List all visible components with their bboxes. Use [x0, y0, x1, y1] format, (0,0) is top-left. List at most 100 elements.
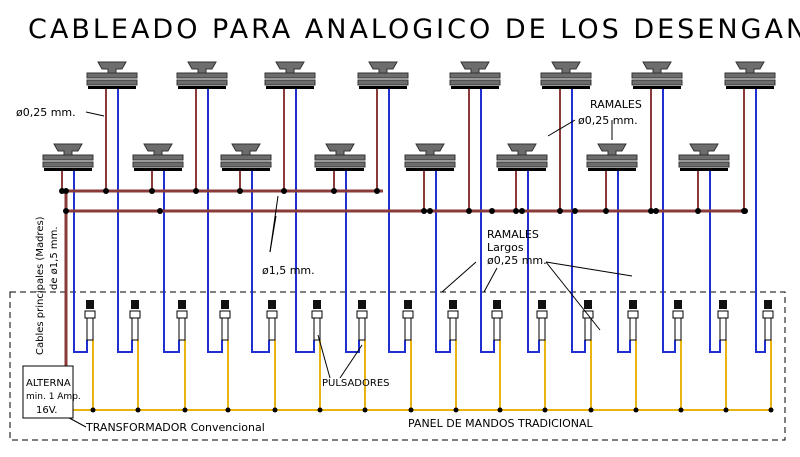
leader-push-1 — [317, 334, 331, 379]
transformer-label-line1: ALTERNA — [26, 378, 71, 389]
wire-junctions — [59, 188, 774, 414]
uncoupler-coil-bottom — [678, 161, 730, 168]
transformer-label-line3: 16V. — [36, 405, 57, 416]
pushbutton-body — [404, 317, 412, 341]
signal-wire-bottom-7 — [617, 171, 631, 353]
uncoupler-top-8 — [724, 61, 776, 89]
signal-wire-top-7 — [662, 89, 676, 353]
uncoupler-base — [498, 168, 546, 171]
junction-main-7 — [653, 208, 659, 214]
signal-wire-top-2 — [207, 89, 223, 353]
uncoupler-bottom-2 — [132, 143, 184, 171]
uncoupler-head — [187, 61, 217, 75]
uncoupler-head — [143, 143, 173, 157]
uncoupler-coil-bottom — [86, 79, 138, 86]
junction-bottom-4 — [331, 188, 337, 194]
blue-signal-wires — [73, 89, 766, 353]
junction-bus-13 — [633, 407, 639, 413]
junction-top-2 — [193, 188, 199, 194]
label-ramales-long: RAMALES — [487, 228, 539, 241]
uncoupler-base — [633, 86, 681, 89]
uncoupler-coil-top — [631, 72, 683, 79]
uncoupler-base — [44, 168, 92, 171]
pushbutton-body — [764, 317, 772, 341]
pushbutton-body — [313, 317, 321, 341]
pushbutton-11 — [536, 300, 548, 341]
junction-top-4 — [374, 188, 380, 194]
uncoupler-top-2 — [176, 61, 228, 89]
uncoupler-base — [316, 168, 364, 171]
junction-main-8 — [742, 208, 748, 214]
junction-bus-4 — [225, 407, 231, 413]
signal-wire-bottom-1 — [73, 171, 88, 353]
uncoupler-head — [325, 143, 355, 157]
junction-top-3 — [281, 188, 287, 194]
uncoupler-coil-bottom — [314, 161, 366, 168]
uncoupler-bottom-5 — [404, 143, 456, 171]
uncoupler-coil-top — [540, 72, 592, 79]
junction-top-6 — [557, 208, 563, 214]
pushbuttons — [84, 300, 774, 341]
label-ramales-top-diam: ø0,25 mm. — [578, 114, 638, 127]
label-main-diam: ø1,5 mm. — [262, 264, 315, 277]
pushbutton-body — [584, 317, 592, 341]
junction-bus-15 — [723, 407, 729, 413]
uncoupler-top-5 — [449, 61, 501, 89]
uncoupler-coil-top — [264, 72, 316, 79]
uncoupler-head — [53, 143, 83, 157]
pushbutton-3 — [176, 300, 188, 341]
uncoupler-head — [551, 61, 581, 75]
pushbutton-collar — [717, 310, 729, 319]
label-ramales-top: RAMALES — [590, 98, 642, 111]
pushbutton-cap — [131, 300, 139, 309]
uncoupler-coil-bottom — [132, 161, 184, 168]
uncoupler-head — [507, 143, 537, 157]
pushbutton-15 — [717, 300, 729, 341]
uncoupler-coil-top — [404, 154, 456, 161]
uncoupler-coil-top — [220, 154, 272, 161]
junction-bus-12 — [588, 407, 594, 413]
pushbutton-8 — [402, 300, 414, 341]
uncoupler-coil-bottom — [496, 161, 548, 168]
pushbutton-cap — [221, 300, 229, 309]
leader-long-4 — [545, 261, 633, 277]
label-ramales-long-sub: Largos — [487, 241, 524, 254]
junction-bus-2 — [135, 407, 141, 413]
label-pulsadores: PULSADORES — [322, 378, 389, 389]
uncoupler-base — [451, 86, 499, 89]
label-vertical-main-2: de ø1,5 mm. — [49, 226, 60, 290]
signal-wire-bottom-2 — [163, 171, 180, 353]
uncoupler-top-6 — [540, 61, 592, 89]
control-panel-outline — [9, 291, 786, 441]
pushbutton-cap — [538, 300, 546, 309]
junction-bus-11 — [542, 407, 548, 413]
pushbutton-7 — [356, 300, 368, 341]
uncoupler-coil-bottom — [540, 79, 592, 86]
junction-bottom-3 — [237, 188, 243, 194]
pushbutton-body — [131, 317, 139, 341]
uncoupler-coil-bottom — [404, 161, 456, 168]
uncoupler-coil-bottom — [631, 79, 683, 86]
uncoupler-base — [266, 86, 314, 89]
uncoupler-coil-top — [176, 72, 228, 79]
uncoupler-coil-bottom — [264, 79, 316, 86]
junction-bus-9 — [453, 407, 459, 413]
junction-top-1 — [103, 188, 109, 194]
pushbutton-collar — [491, 310, 503, 319]
pushbutton-cap — [404, 300, 412, 309]
uncoupler-base — [406, 168, 454, 171]
pushbutton-body — [449, 317, 457, 341]
junction-bus-3 — [182, 407, 188, 413]
pushbutton-cap — [268, 300, 276, 309]
uncoupler-base — [542, 86, 590, 89]
uncoupler-top-3 — [264, 61, 316, 89]
label-vertical-main: Cables principales (Madres) — [35, 216, 46, 355]
pushbutton-body — [178, 317, 186, 341]
pushbutton-6 — [311, 300, 323, 341]
pushbutton-collar — [402, 310, 414, 319]
signal-wire-bottom-8 — [709, 171, 721, 353]
pushbutton-cap — [86, 300, 94, 309]
pushbutton-body — [719, 317, 727, 341]
pushbutton-collar — [84, 310, 96, 319]
uncoupler-top-7 — [631, 61, 683, 89]
